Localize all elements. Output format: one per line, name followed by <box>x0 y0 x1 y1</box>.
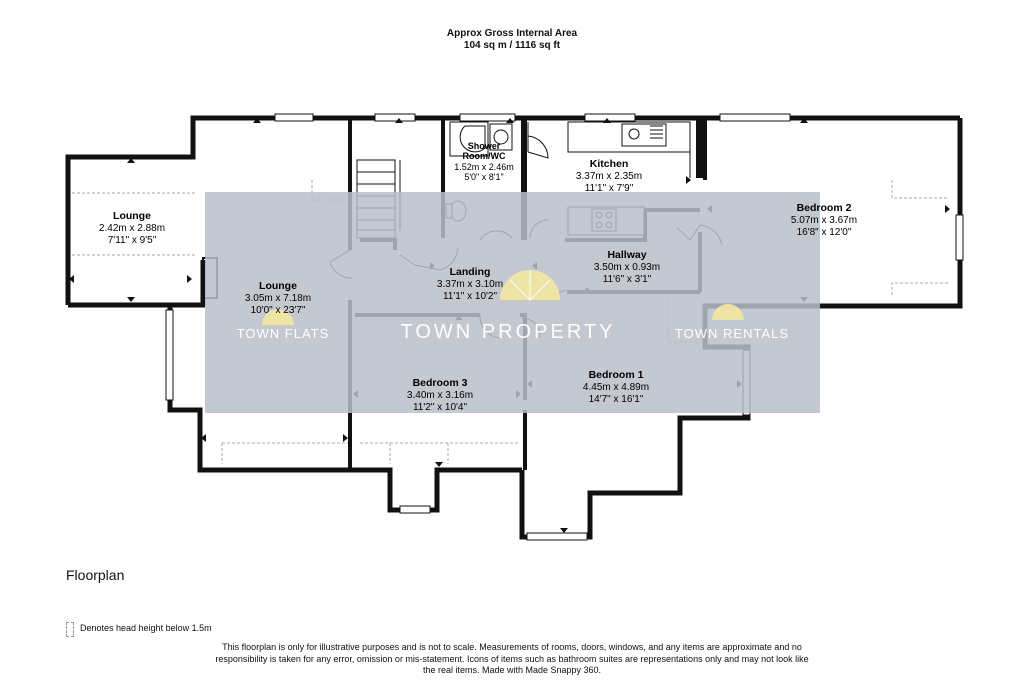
room-label-bedroom2: Bedroom 2 5.07m x 3.67m 16'8" x 12'0" <box>791 202 857 238</box>
room-label-bedroom3: Bedroom 3 3.40m x 3.16m 11'2" x 10'4" <box>407 377 473 413</box>
watermark-right: TOWN RENTALS <box>675 326 789 341</box>
room-name-line1: Shower <box>468 141 501 151</box>
room-metric: 3.37m x 2.35m <box>576 171 642 182</box>
area-header-size: 104 sq m / 1116 sq ft <box>463 40 561 51</box>
room-name: Kitchen <box>590 158 629 170</box>
room-imperial: 11'1" x 7'9" <box>585 183 634 194</box>
room-imperial: 16'8" x 12'0" <box>797 227 852 238</box>
watermark-left: TOWN FLATS <box>237 326 330 341</box>
room-imperial: 11'1" x 10'2" <box>443 291 498 302</box>
room-label-lounge: Lounge 3.05m x 7.18m 10'0" x 23'7" <box>245 280 311 316</box>
room-imperial: 7'11" x 9'5" <box>108 235 157 246</box>
room-name: Hallway <box>607 249 646 261</box>
room-metric: 3.37m x 3.10m <box>437 279 503 290</box>
room-name: Bedroom 2 <box>797 202 852 214</box>
chimney-breast <box>696 118 706 178</box>
room-imperial: 10'0" x 23'7" <box>251 305 306 316</box>
room-imperial: 11'6" x 3'1" <box>603 274 652 285</box>
windows <box>165 113 964 541</box>
room-name: Landing <box>450 266 491 278</box>
plan-title: Floorplan <box>66 567 125 583</box>
room-imperial: 5'0" x 8'1" <box>464 172 503 182</box>
room-metric: 1.52m x 2.46m <box>454 162 514 172</box>
room-name: Lounge <box>259 280 297 292</box>
room-metric: 3.40m x 3.16m <box>407 390 473 401</box>
room-metric: 3.50m x 0.93m <box>594 262 660 273</box>
watermark-logo <box>262 270 744 325</box>
room-name: Bedroom 1 <box>589 369 644 381</box>
watermark-center: TOWN PROPERTY <box>401 321 616 343</box>
room-label-landing: Landing 3.37m x 3.10m 11'1" x 10'2" <box>437 266 503 302</box>
disclaimer: This floorplan is only for illustrative … <box>215 642 809 675</box>
room-imperial: 11'2" x 10'4" <box>413 402 468 413</box>
area-header-title: Approx Gross Internal Area <box>446 28 578 39</box>
room-metric: 2.42m x 2.88m <box>99 223 165 234</box>
room-label-lounge-small: Lounge 2.42m x 2.88m 7'11" x 9'5" <box>99 210 165 246</box>
head-height-legend-text: Denotes head height below 1.5m <box>80 623 212 633</box>
room-name-line2: Room/WC <box>463 151 506 161</box>
room-name: Lounge <box>113 210 151 222</box>
room-metric: 5.07m x 3.67m <box>791 215 857 226</box>
room-metric: 3.05m x 7.18m <box>245 293 311 304</box>
room-metric: 4.45m x 4.89m <box>583 382 649 393</box>
room-label-hallway: Hallway 3.50m x 0.93m 11'6" x 3'1" <box>594 249 660 285</box>
room-label-bedroom1: Bedroom 1 4.45m x 4.89m 14'7" x 16'1" <box>583 369 649 405</box>
room-name: Bedroom 3 <box>413 377 468 389</box>
room-label-kitchen: Kitchen 3.37m x 2.35m 11'1" x 7'9" <box>576 158 642 194</box>
room-label-shower: Shower Room/WC 1.52m x 2.46m 5'0" x 8'1" <box>454 141 514 182</box>
head-height-legend-swatch <box>66 622 74 637</box>
room-imperial: 14'7" x 16'1" <box>589 394 644 405</box>
watermark-band <box>205 192 820 413</box>
area-header: Approx Gross Internal Area 104 sq m / 11… <box>0 28 1024 52</box>
